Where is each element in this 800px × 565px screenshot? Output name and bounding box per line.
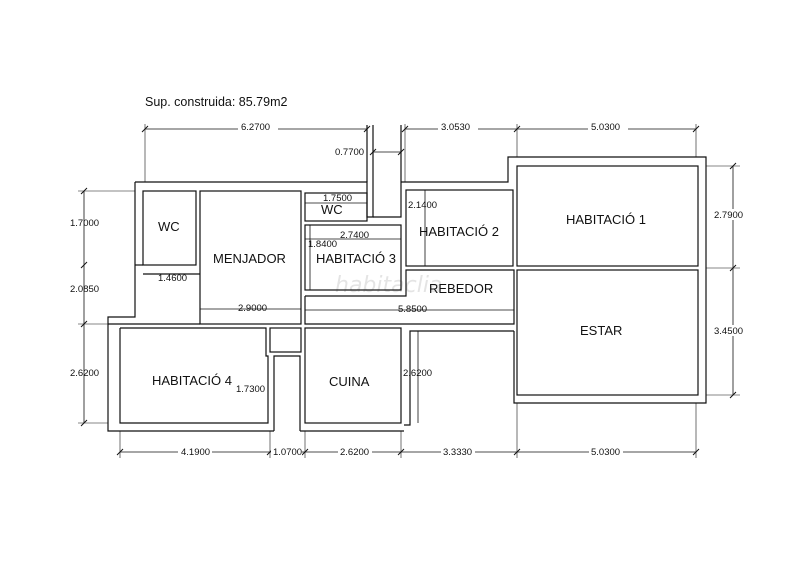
tick (729, 162, 737, 170)
label-bg (271, 446, 302, 457)
corridor-wall (273, 355, 301, 431)
dim-label-right-3450: 3.4500 (714, 326, 743, 337)
dim-label-bot-2620: 2.6200 (340, 447, 369, 458)
dim-label-wc-1750: 1.7500 (323, 193, 352, 204)
dim-label-bot-3333: 3.3330 (443, 447, 472, 458)
dim-label-left-2085: 2.0850 (70, 284, 99, 295)
label-bg (712, 325, 750, 336)
habitacio1-wall (516, 165, 699, 267)
tick (692, 448, 700, 456)
room-label-habitacio4: HABITACIÓ 4 (152, 373, 232, 388)
tick (729, 391, 737, 399)
dim-label-bot-4190: 4.1900 (181, 447, 210, 458)
habitacio2-wall (405, 189, 514, 267)
room-label-habitacio2: HABITACIÓ 2 (419, 224, 499, 239)
dim-label-bot-5030: 5.0300 (591, 447, 620, 458)
tick (397, 148, 405, 156)
dim-label-menj-2900: 2.9000 (238, 303, 267, 314)
tick (301, 448, 309, 456)
label-bg (441, 446, 475, 457)
tick (80, 320, 88, 328)
dim-label-hab3-1840: 1.8400 (308, 239, 337, 250)
cuina-wall (304, 327, 402, 424)
room-label-menjador: MENJADOR (213, 251, 286, 266)
shaft-wall (269, 327, 302, 353)
dim-label-top-6270: 6.2700 (241, 122, 270, 133)
label-bg (178, 446, 212, 457)
label-bg (338, 446, 372, 457)
dim-label-bot-1070: 1.0700 (273, 447, 302, 458)
tick (116, 448, 124, 456)
outer-wall-bottom-mid (404, 330, 514, 426)
room-label-habitacio3: HABITACIÓ 3 (316, 251, 396, 266)
wc-left-wall (142, 190, 197, 266)
watermark: habitaclia (335, 273, 442, 298)
outer-wall-right (513, 268, 707, 404)
label-bg (588, 121, 628, 132)
outer-wall-shaft-right (373, 125, 402, 218)
dim-label-0770: 0.7700 (335, 147, 364, 158)
dim-label-cuina-2620: 2.6200 (403, 368, 432, 379)
wc-small-wall (304, 192, 368, 222)
tick (513, 448, 521, 456)
tick (363, 125, 371, 133)
room-label-wc-small: WC (321, 202, 343, 217)
tick (729, 264, 737, 272)
dim-label-top-3053: 3.0530 (441, 122, 470, 133)
tick (397, 448, 405, 456)
room-label-rebedor: REBEDOR (429, 281, 493, 296)
label-bg (712, 209, 750, 220)
label-bg (238, 121, 278, 132)
tick (692, 125, 700, 133)
outer-wall-bottom (107, 182, 274, 432)
tick (401, 125, 409, 133)
rebedor-wall (304, 269, 515, 325)
menjador-wall (199, 190, 302, 325)
dimension-labels: 6.2700 3.0530 5.0300 0.7700 1.7000 2.085… (70, 121, 750, 458)
tick (369, 148, 377, 156)
dim-label-hab4-1730: 1.7300 (236, 384, 265, 395)
dim-label-reb-5850: 5.8500 (398, 304, 427, 315)
label-bg (438, 121, 478, 132)
room-label-cuina: CUINA (329, 374, 370, 389)
room-label-estar: ESTAR (580, 323, 622, 338)
outer-wall-top-right (401, 156, 707, 268)
habitacio3-wall (304, 224, 402, 291)
tick (80, 261, 88, 269)
dim-label-wc-1460: 1.4600 (158, 273, 187, 284)
estar-wall (516, 269, 699, 396)
built-area-title: Sup. construida: 85.79m2 (145, 95, 287, 109)
dim-label-left-2620: 2.6200 (70, 368, 99, 379)
label-bg (589, 446, 623, 457)
tick (80, 187, 88, 195)
room-label-wc-left: WC (158, 219, 180, 234)
tick (80, 419, 88, 427)
dim-label-top-5030: 5.0300 (591, 122, 620, 133)
dim-label-hab3-2740: 2.7400 (340, 230, 369, 241)
tick (513, 125, 521, 133)
dim-label-left-1700: 1.7000 (70, 218, 99, 229)
dim-label-hab2-2140: 2.1400 (408, 200, 437, 211)
dim-label-right-2790: 2.7900 (714, 210, 743, 221)
tick (141, 125, 149, 133)
room-label-habitacio1: HABITACIÓ 1 (566, 212, 646, 227)
